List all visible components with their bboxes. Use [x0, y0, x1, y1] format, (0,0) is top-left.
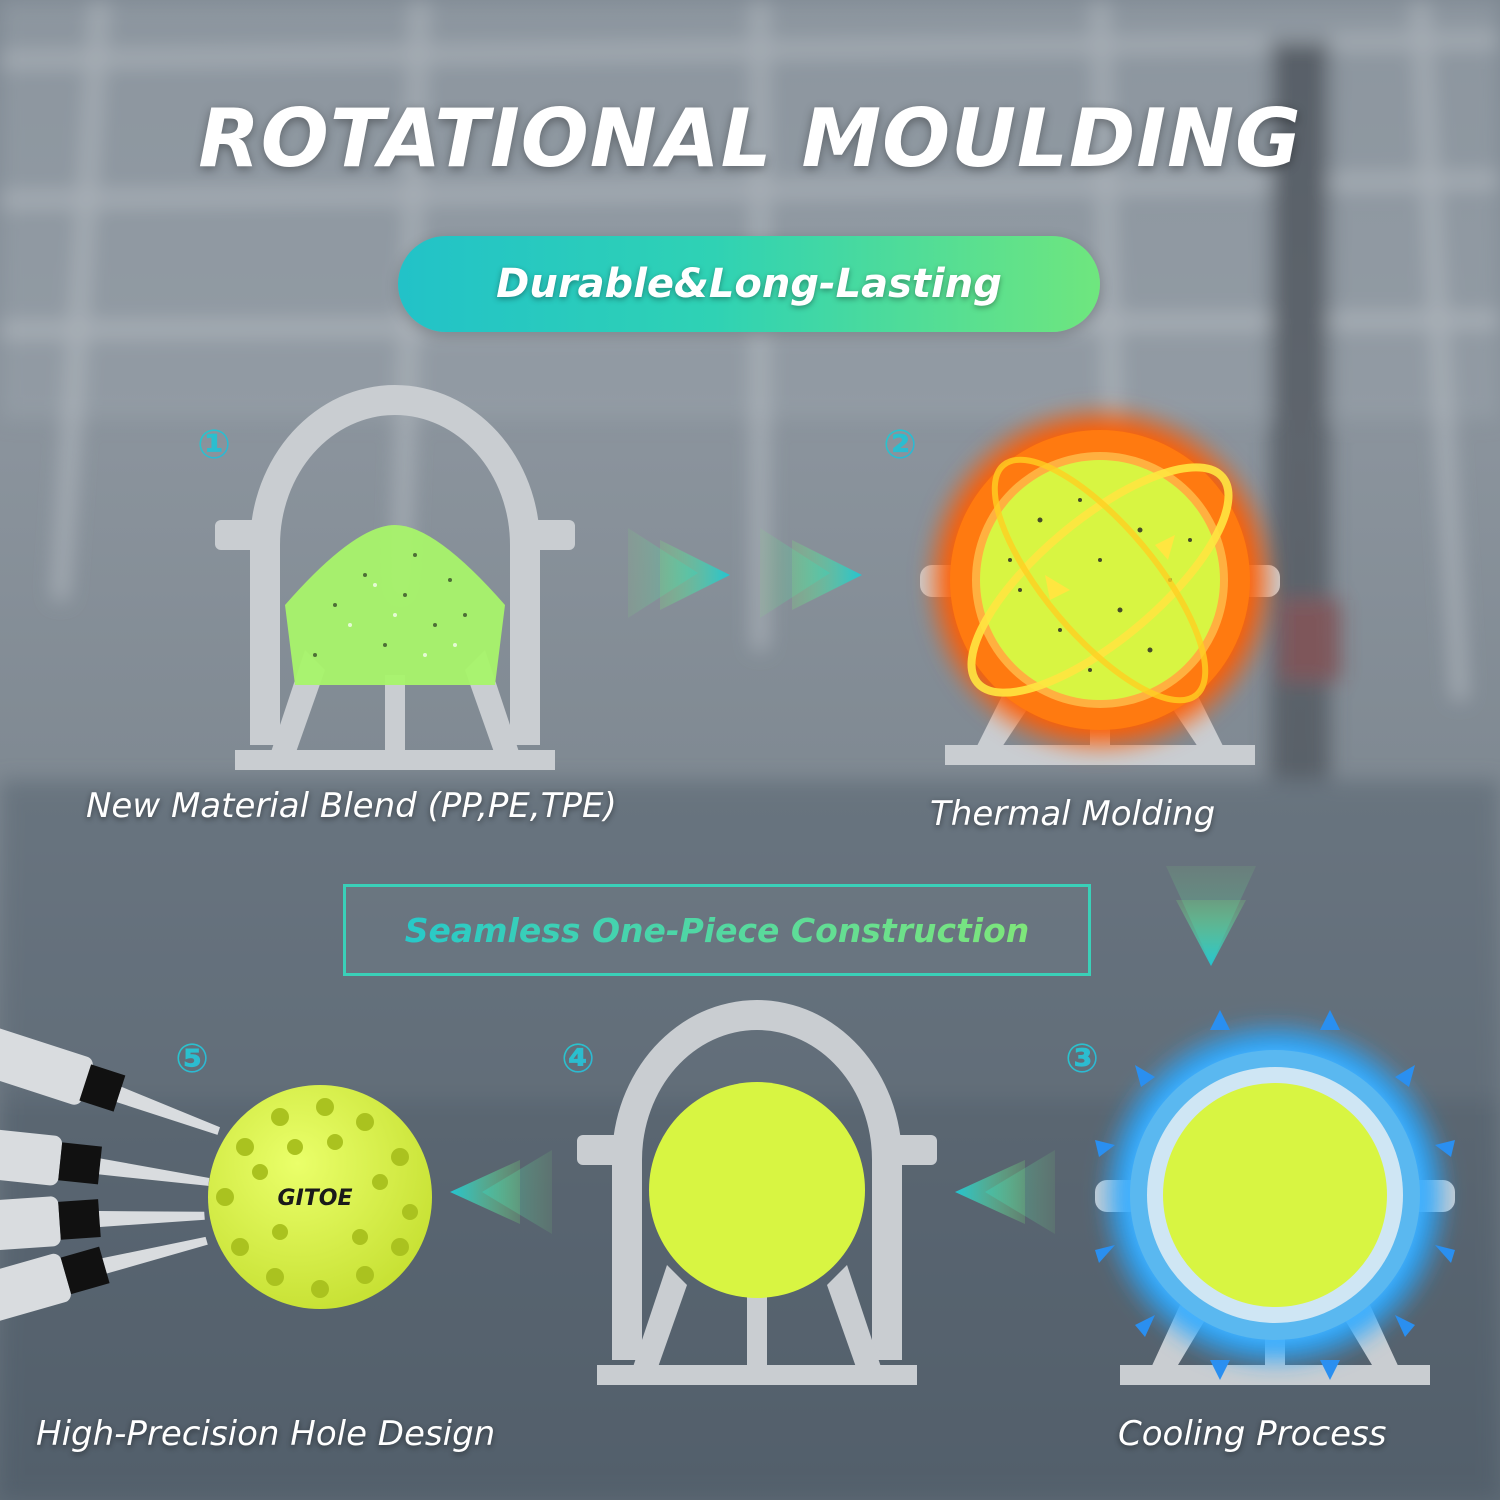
- tagline-badge: Durable&Long-Lasting: [398, 236, 1100, 332]
- step-number-5: ⑤: [175, 1036, 209, 1082]
- step-number-4: ④: [561, 1036, 595, 1082]
- page-title: ROTATIONAL MOULDING: [198, 92, 1302, 185]
- arrow-right-2: [760, 528, 862, 618]
- drill-bits: [0, 1027, 220, 1323]
- arrow-left-2: [450, 1150, 552, 1234]
- construction-callout-text: Seamless One-Piece Construction: [404, 910, 1030, 950]
- step-4-mold: [577, 1000, 937, 1385]
- step-5-label: High-Precision Hole Design: [36, 1414, 496, 1454]
- step-number-3: ③: [1065, 1036, 1099, 1082]
- arrow-left-1: [955, 1150, 1055, 1234]
- step-3-cool-mold: [1095, 1010, 1455, 1385]
- step-2-hot-mold: [920, 400, 1280, 765]
- step-1-mold: [215, 385, 575, 770]
- pickleball: GITOE: [208, 1085, 432, 1309]
- step-number-2: ②: [883, 422, 917, 468]
- step-1-label: New Material Blend (PP,PE,TPE): [86, 786, 617, 826]
- ball-brand-logo: GITOE: [278, 1186, 353, 1211]
- tagline-text: Durable&Long-Lasting: [496, 261, 1002, 307]
- step-2-label: Thermal Molding: [930, 794, 1216, 834]
- construction-callout: Seamless One-Piece Construction: [343, 884, 1091, 976]
- arrow-down: [1166, 866, 1256, 966]
- step-number-1: ①: [197, 422, 231, 468]
- arrow-right-1: [628, 528, 730, 618]
- step-3-label: Cooling Process: [1118, 1414, 1387, 1454]
